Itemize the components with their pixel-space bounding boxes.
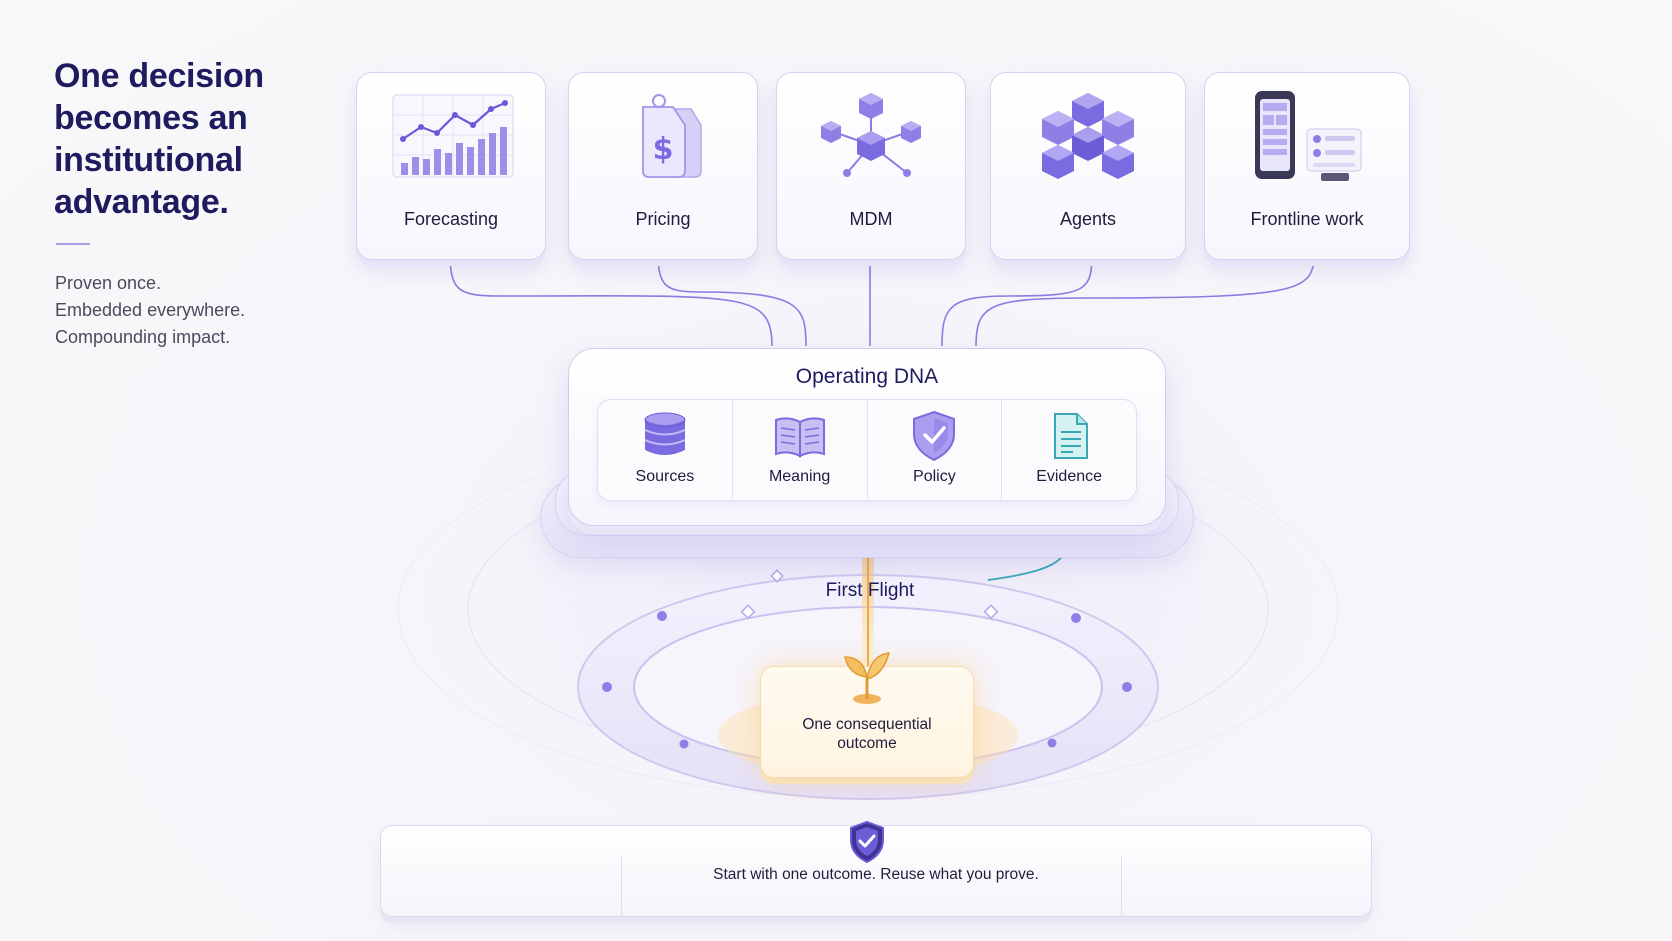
card-label: Pricing bbox=[635, 209, 691, 229]
subline: Proven once. Embedded everywhere. Compou… bbox=[55, 270, 245, 351]
shield-check-icon bbox=[850, 820, 884, 864]
line-bar-chart-icon bbox=[392, 94, 514, 178]
subline-line: Proven once. bbox=[55, 273, 162, 293]
headline-divider bbox=[56, 243, 90, 245]
card-mdm[interactable]: MDM bbox=[776, 72, 966, 260]
footer-divider bbox=[621, 856, 622, 918]
operating-dna-title: Operating DNA bbox=[795, 365, 939, 388]
headline-line: institutional bbox=[54, 141, 243, 179]
footer-divider bbox=[1121, 856, 1122, 918]
headline-line: One decision bbox=[54, 57, 264, 95]
footer-bar: Start with one outcome. Reuse what you p… bbox=[380, 820, 1372, 918]
subline-line: Compounding impact. bbox=[55, 327, 231, 347]
ring-diamond bbox=[770, 569, 784, 583]
card-label: Forecasting bbox=[403, 209, 499, 229]
outcome-line: One consequential bbox=[802, 716, 932, 733]
connector-pricing bbox=[651, 243, 807, 347]
dna-item-sources[interactable]: Sources bbox=[598, 400, 733, 500]
outcome-line: outcome bbox=[837, 735, 897, 752]
cube-cluster-icon bbox=[1042, 93, 1134, 179]
outcome-text: One consequential outcome bbox=[761, 715, 973, 753]
card-pricing[interactable]: $ Pricing bbox=[568, 72, 758, 260]
ring-node bbox=[679, 739, 689, 749]
operating-dna-panel: Operating DNA Sources Meaning bbox=[568, 348, 1166, 526]
card-label: MDM bbox=[849, 209, 893, 229]
document-icon bbox=[1054, 413, 1089, 459]
card-agents[interactable]: Agents bbox=[990, 72, 1186, 260]
dna-item-label: Sources bbox=[635, 468, 695, 485]
ring-node bbox=[1047, 738, 1057, 748]
outcome-card[interactable]: One consequential outcome bbox=[760, 652, 974, 778]
ring-diamonds bbox=[740, 569, 999, 620]
connector-frontline bbox=[975, 243, 1321, 347]
headline: One decision becomes an institutional ad… bbox=[54, 55, 294, 223]
connector-forecasting bbox=[443, 243, 773, 347]
dna-item-evidence[interactable]: Evidence bbox=[1002, 400, 1136, 500]
first-flight-label: First Flight bbox=[825, 580, 915, 601]
card-forecasting[interactable]: Forecasting bbox=[356, 72, 546, 260]
ring-nodes bbox=[602, 611, 1132, 749]
sprout-icon bbox=[844, 652, 891, 704]
ring-node bbox=[1071, 613, 1081, 623]
ring-diamond bbox=[983, 604, 999, 620]
subline-line: Embedded everywhere. bbox=[55, 300, 246, 320]
ring-diamond bbox=[740, 604, 756, 620]
ring-node bbox=[657, 611, 667, 621]
card-label: Frontline work bbox=[1250, 209, 1364, 229]
headline-line: becomes an bbox=[54, 99, 248, 137]
dna-item-policy[interactable]: Policy bbox=[868, 400, 1003, 500]
footer-text: Start with one outcome. Reuse what you p… bbox=[713, 866, 1039, 883]
ring-node bbox=[602, 682, 612, 692]
operating-dna-components: Sources Meaning Policy Eviden bbox=[597, 399, 1137, 501]
headline-line: advantage. bbox=[54, 183, 229, 221]
card-frontline-work[interactable]: Frontline work bbox=[1204, 72, 1410, 260]
dna-item-meaning[interactable]: Meaning bbox=[733, 400, 868, 500]
open-book-icon bbox=[774, 417, 825, 458]
price-tag-icon: $ bbox=[642, 94, 702, 178]
tablet-checklist-icon bbox=[1255, 91, 1362, 181]
dna-item-label: Meaning bbox=[768, 468, 831, 485]
card-label: Agents bbox=[1059, 209, 1117, 229]
ring-node bbox=[1122, 682, 1132, 692]
database-icon bbox=[644, 412, 686, 455]
dna-item-label: Evidence bbox=[1036, 468, 1103, 485]
connector-agents bbox=[941, 243, 1099, 347]
dna-item-label: Policy bbox=[913, 468, 956, 485]
shield-check-icon bbox=[913, 410, 956, 462]
network-cubes-icon bbox=[821, 93, 921, 177]
svg-text:$: $ bbox=[653, 132, 674, 167]
